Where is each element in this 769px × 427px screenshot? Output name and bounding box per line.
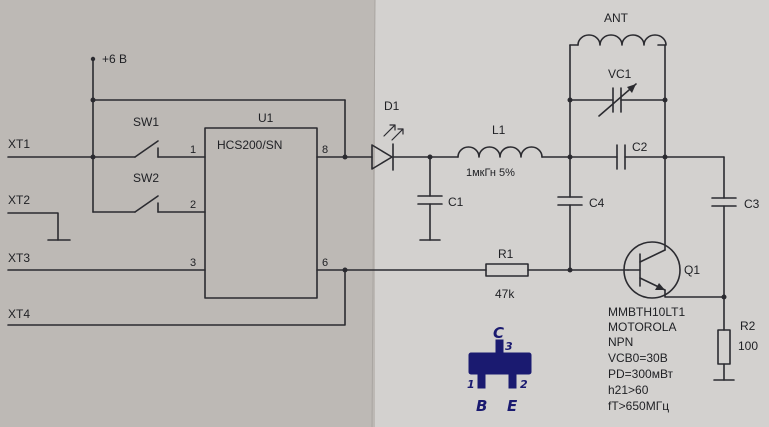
resistor-r1-ref: R1 xyxy=(498,247,514,261)
switch-sw1 xyxy=(134,140,206,158)
ic-u1-ref: U1 xyxy=(258,111,274,125)
pinout-pin2-label: 2 xyxy=(520,378,528,391)
resistor-r1-value: 47k xyxy=(495,287,515,301)
inductor-l1-ref: L1 xyxy=(492,123,506,137)
capacitor-c1 xyxy=(417,156,443,241)
net-pin8 xyxy=(316,154,373,160)
switch-sw2 xyxy=(92,195,206,213)
ic-pin-1: 1 xyxy=(190,144,196,156)
power-rail xyxy=(90,56,346,213)
inductor-l1 xyxy=(457,146,618,158)
connector-xt1-label: XT1 xyxy=(8,137,30,151)
switch-sw1-label: SW1 xyxy=(133,115,159,129)
ic-pin-3: 3 xyxy=(190,257,196,269)
power-label: +6 В xyxy=(102,52,127,66)
pinout-b-label: B xyxy=(476,397,487,415)
antenna-coil xyxy=(569,34,667,46)
inductor-l1-value: 1мкГн 5% xyxy=(466,167,515,179)
pin-collector-lead xyxy=(495,339,504,355)
capacitor-c4-label: C4 xyxy=(589,196,605,210)
ic-pin-2: 2 xyxy=(190,199,196,211)
package-body xyxy=(468,352,532,375)
capacitor-c2 xyxy=(616,144,725,170)
paper-sheet-right xyxy=(375,0,769,427)
pin-base-lead xyxy=(477,373,486,389)
pinout-c-label: C xyxy=(493,324,504,342)
connector-xt4-label: XT4 xyxy=(8,307,30,321)
spec-line: h21>60 xyxy=(608,383,649,397)
varicap-vc1-label: VC1 xyxy=(608,67,632,81)
spec-line: NPN xyxy=(608,335,633,349)
connector-xt2-label: XT2 xyxy=(8,193,30,207)
transistor-q1 xyxy=(623,241,727,300)
spec-line: MMBTH10LT1 xyxy=(608,305,685,319)
led-d1 xyxy=(371,124,459,171)
connector-xt3-label: XT3 xyxy=(8,251,30,265)
pinout-pin3-label: 3 xyxy=(505,340,513,353)
capacitor-c3 xyxy=(711,156,737,298)
spec-line: VCB0=30В xyxy=(608,351,668,365)
connector-wires xyxy=(7,156,346,326)
transistor-q1-ref: Q1 xyxy=(684,263,700,277)
led-d1-label: D1 xyxy=(384,99,400,113)
ic-u1-body xyxy=(204,127,318,299)
resistor-r2-ref: R2 xyxy=(740,319,756,333)
resistor-r1 xyxy=(316,263,629,277)
capacitor-c3-label: C3 xyxy=(744,197,760,211)
antenna-label: ANT xyxy=(604,11,629,25)
resistor-r2-value: 100 xyxy=(738,339,758,353)
spec-line: PD=300мВт xyxy=(608,367,674,381)
pin-emitter-lead xyxy=(508,373,517,389)
transistor-specs: MMBTH10LT1 MOTOROLA NPN VCB0=30В PD=300м… xyxy=(608,305,685,413)
switch-sw2-label: SW2 xyxy=(133,171,159,185)
capacitor-c1-label: C1 xyxy=(448,195,464,209)
sot23-pinout-sketch xyxy=(468,339,532,389)
varicap-vc1 xyxy=(569,83,666,117)
spec-line: MOTOROLA xyxy=(608,320,676,334)
paper-sheet-left xyxy=(0,0,375,427)
pinout-e-label: E xyxy=(507,397,518,415)
capacitor-c2-label: C2 xyxy=(632,140,648,154)
spec-line: fT>650МГц xyxy=(608,399,669,413)
pinout-pin1-label: 1 xyxy=(467,378,475,391)
ic-pin-6: 6 xyxy=(322,257,328,269)
paper-fold xyxy=(371,0,376,427)
ic-pin-8: 8 xyxy=(322,144,328,156)
ic-u1-part: HCS200/SN xyxy=(217,138,282,152)
resistor-r2 xyxy=(713,296,735,381)
